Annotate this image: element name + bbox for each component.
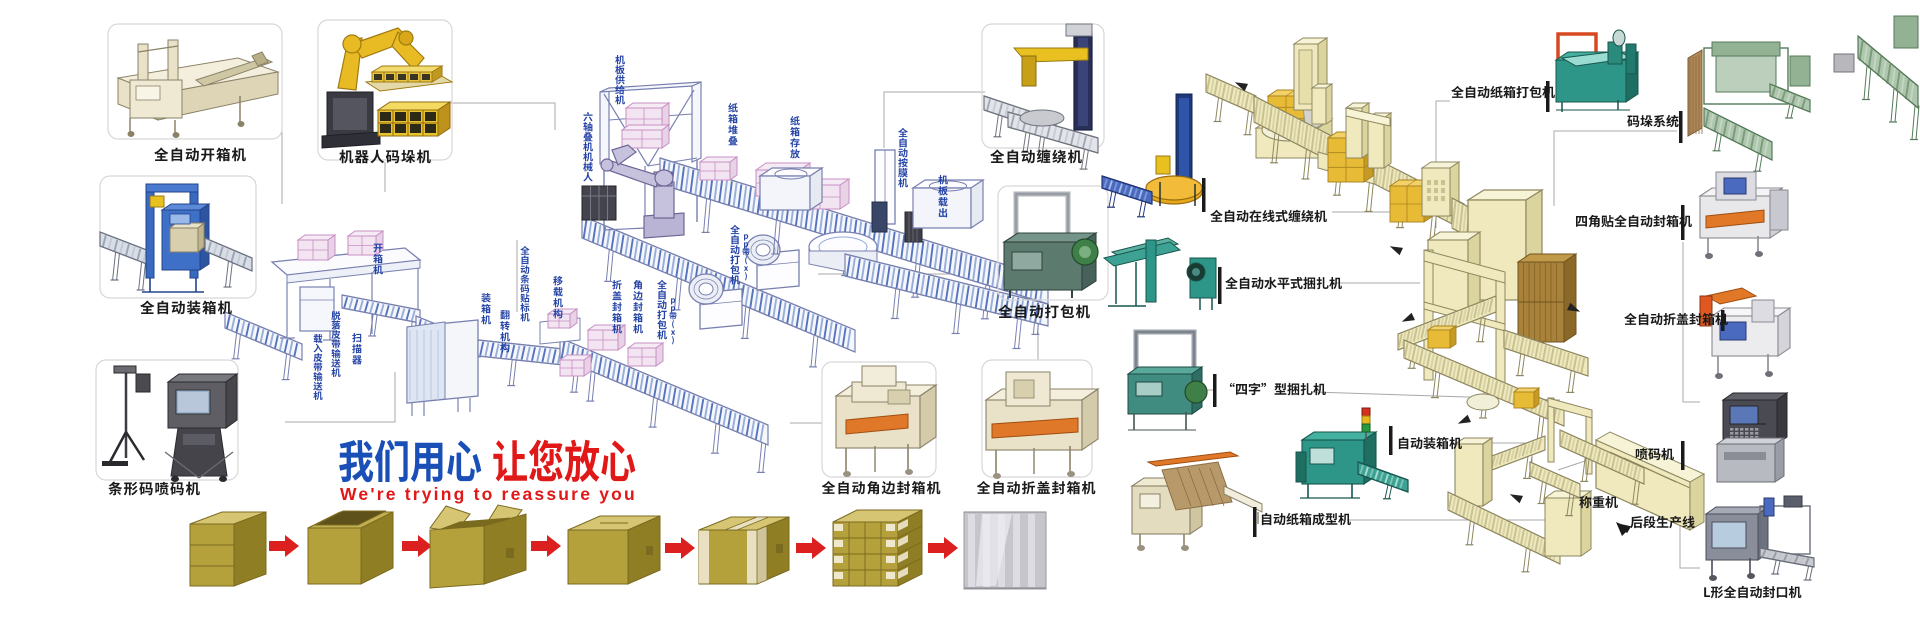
svg-text:We're trying to reassure you: We're trying to reassure you	[340, 484, 637, 504]
